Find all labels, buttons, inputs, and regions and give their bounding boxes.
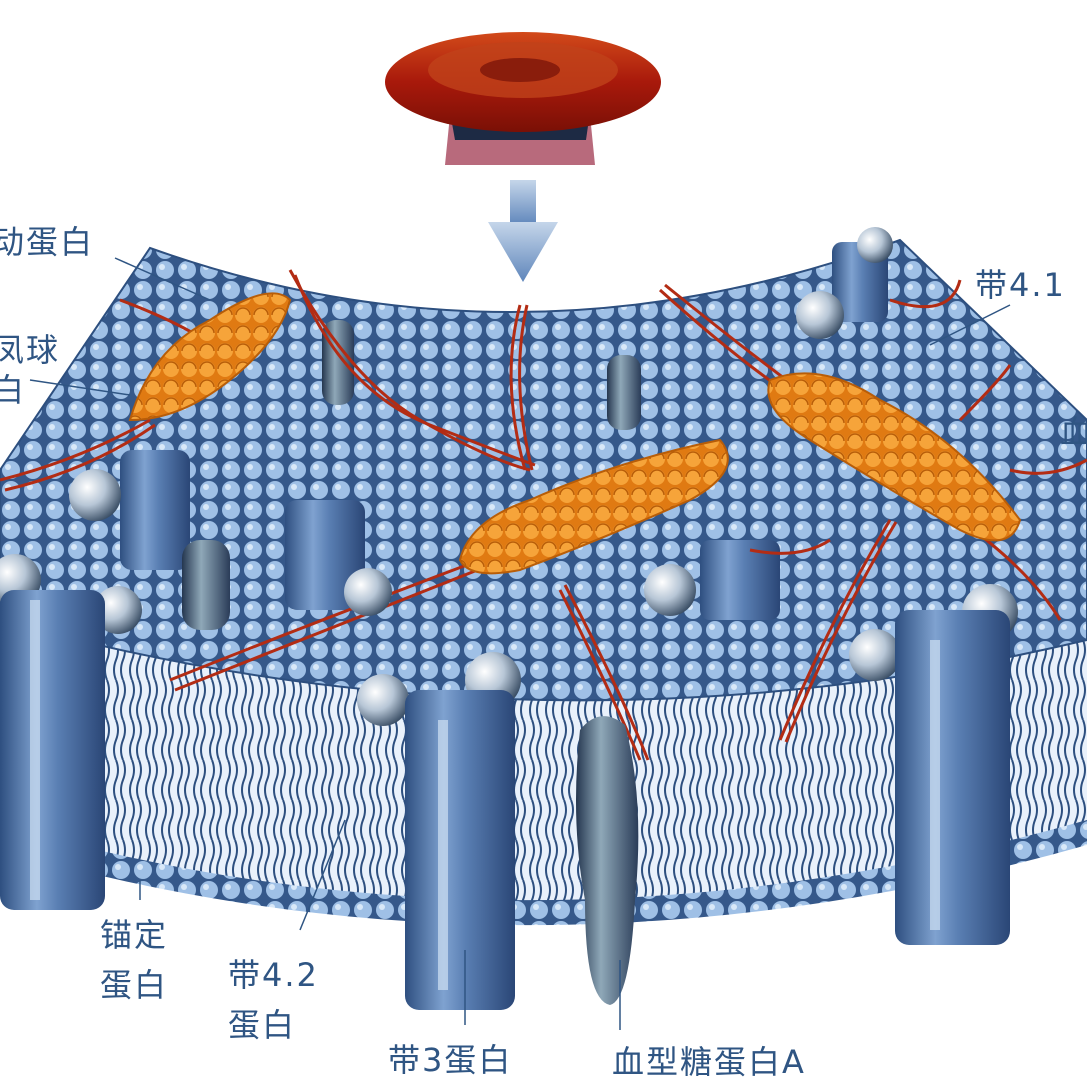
inner-leaflet-heads	[20, 820, 1087, 926]
label-band41: 带4.1	[975, 265, 1066, 305]
leader-lines	[29, 257, 1011, 1030]
label-ankyrin-line2: 蛋白	[100, 966, 169, 1004]
actin-complex-left	[128, 292, 292, 422]
label-right-edge-text: 血	[1060, 413, 1087, 451]
down-arrow-icon	[488, 180, 558, 282]
label-band42: 带4.2 蛋白	[228, 955, 319, 1045]
band3-protein	[405, 690, 515, 1010]
label-ankyrin: 锚定 蛋白	[100, 915, 168, 1005]
label-band3-text: 带3蛋白	[388, 1041, 513, 1079]
actin-complex-right	[767, 372, 1022, 542]
label-globular: 凤球 白	[0, 330, 60, 410]
label-band41-text: 带4.1	[975, 266, 1066, 304]
glycophorin-protein	[576, 716, 639, 1005]
spectrin-network	[0, 269, 1087, 761]
label-globular-line2: 白	[0, 371, 27, 409]
label-spectrin-text: 动蛋白	[0, 223, 95, 261]
label-spectrin: 动蛋白	[0, 222, 94, 262]
label-right-edge: 血	[1060, 412, 1087, 452]
label-glycophorin-text: 血型糖蛋白A	[612, 1043, 806, 1081]
transmembrane-proteins	[0, 590, 1010, 1010]
membrane-surface	[0, 238, 1087, 702]
label-ankyrin-line1: 锚定	[100, 916, 169, 954]
right-protein	[895, 610, 1010, 945]
red-blood-cell-icon	[385, 32, 661, 165]
label-band42-line2: 蛋白	[228, 1006, 297, 1044]
label-band3: 带3蛋白	[388, 1040, 512, 1080]
label-glycophorin: 血型糖蛋白A	[612, 1042, 806, 1082]
actin-complex-center	[458, 438, 729, 575]
label-band42-line1: 带4.2	[228, 956, 319, 994]
actin-complexes	[128, 292, 1022, 575]
ankyrin-protein	[0, 590, 105, 910]
label-globular-line1: 凤球	[0, 331, 61, 369]
